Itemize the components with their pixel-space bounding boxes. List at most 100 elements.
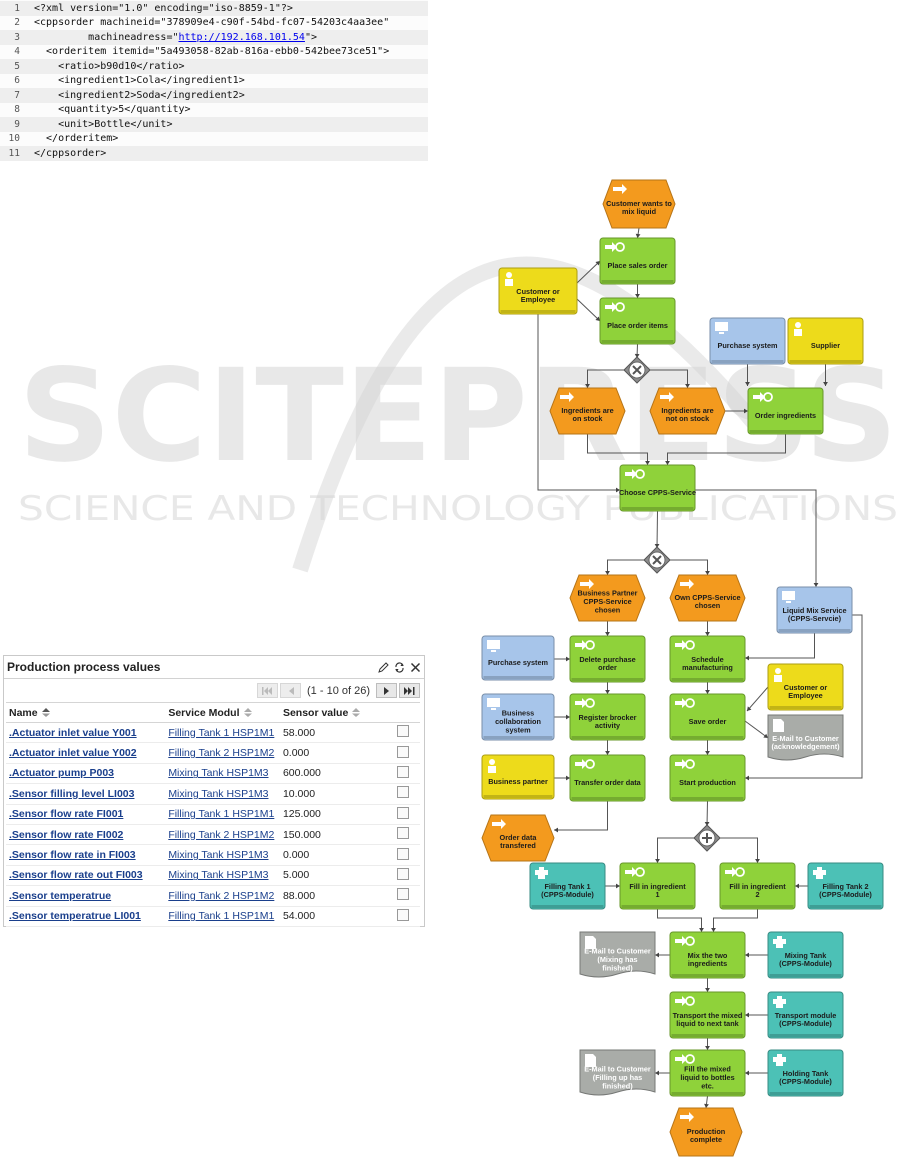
sensor-name-link[interactable]: .Sensor temperatrue: [9, 889, 112, 902]
sensor-name-link[interactable]: .Sensor flow rate FI001: [9, 808, 124, 821]
connector-arrowhead: [554, 827, 558, 833]
sensor-value: 150.000: [279, 824, 395, 846]
service-modul-link[interactable]: Mixing Tank HSP1M3: [168, 767, 269, 780]
sensor-name-link[interactable]: .Actuator inlet value Y001: [9, 726, 137, 739]
node-label-line: 2: [755, 890, 759, 899]
event-arrow-icon: [560, 392, 574, 402]
row-edit-icon[interactable]: [397, 827, 410, 840]
node-label-line: (Mixing has: [597, 955, 637, 964]
sort-icon[interactable]: [243, 708, 252, 718]
node-label-line: chosen: [695, 601, 721, 610]
box-shadow-strip: [671, 736, 744, 739]
sensor-name-link[interactable]: .Sensor flow rate in FI003: [9, 849, 136, 862]
node-label-line: Start production: [679, 778, 736, 787]
node-label-line: finished): [602, 1081, 633, 1090]
node-label-line: Ingredients are: [561, 406, 613, 415]
box-shadow-strip: [671, 678, 744, 681]
connector-arrowhead: [745, 1070, 749, 1076]
row-edit-icon[interactable]: [397, 725, 410, 738]
sensor-name-link[interactable]: .Actuator pump P003: [9, 767, 115, 780]
close-icon[interactable]: [410, 662, 421, 673]
next-page-button[interactable]: [376, 683, 397, 698]
xor-mark-icon: [632, 365, 642, 375]
service-modul-link[interactable]: Mixing Tank HSP1M3: [168, 849, 269, 862]
sensor-name-link[interactable]: .Actuator inlet value Y002: [9, 747, 137, 760]
box-shadow-strip: [601, 340, 674, 343]
sensor-name-link[interactable]: .Sensor filling level LI003: [9, 787, 135, 800]
code-line: 9 <unit>Bottle</unit>: [0, 117, 428, 132]
node-label-line: Mix the two: [688, 951, 728, 960]
edit-pencil-icon[interactable]: [378, 661, 389, 673]
row-edit-icon[interactable]: [397, 908, 410, 921]
service-modul-link[interactable]: Filling Tank 2 HSP1M2: [168, 889, 275, 902]
node-label-line: etc.: [701, 1081, 714, 1090]
row-edit-icon[interactable]: [397, 888, 410, 901]
event-arrow-icon: [680, 579, 694, 589]
service-modul-link[interactable]: Mixing Tank HSP1M3: [168, 869, 269, 882]
function-arrow-icon: [605, 302, 617, 312]
row-edit-icon[interactable]: [397, 745, 410, 758]
node-label: Choose CPPS-Service: [619, 488, 696, 497]
service-modul-link[interactable]: Filling Tank 2 HSP1M2: [168, 828, 275, 841]
connector-line: [607, 559, 645, 575]
monitor-icon: [487, 640, 500, 649]
function-arrow-icon: [675, 698, 687, 708]
row-edit-icon[interactable]: [397, 867, 410, 880]
module-box: [529, 862, 606, 910]
service-modul-link[interactable]: Filling Tank 1 HSP1M1: [168, 910, 275, 923]
xor-mark-icon: [652, 555, 662, 565]
row-edit-icon[interactable]: [397, 806, 410, 819]
connector-line: [587, 369, 625, 388]
service-modul-link[interactable]: Filling Tank 1 HSP1M1: [168, 808, 275, 821]
connector-line: [657, 909, 702, 932]
node-label: Filling Tank 1(CPPS-Module): [541, 882, 594, 899]
node-o-supplier: Supplier: [787, 317, 864, 365]
column-header-service[interactable]: Service Modul: [165, 702, 280, 723]
connector-line: [746, 686, 769, 712]
function-box: [569, 754, 646, 802]
sensor-name-link[interactable]: .Sensor flow rate FI002: [9, 828, 124, 841]
refresh-icon[interactable]: [394, 661, 405, 673]
service-modul-link[interactable]: Filling Tank 2 HSP1M2: [168, 747, 275, 760]
first-page-button[interactable]: [257, 683, 279, 698]
xml-code-listing: 1<?xml version="1.0" encoding="iso-8859-…: [0, 0, 428, 161]
previous-page-button[interactable]: [280, 683, 302, 698]
document-icon: [773, 719, 784, 732]
node-f-place-sales: Place sales order: [599, 237, 676, 285]
system-box: [776, 586, 853, 634]
node-label-line: Fill in ingredient: [729, 882, 786, 891]
sensor-name-link[interactable]: .Sensor temperatrue LI001: [9, 910, 141, 923]
service-modul-link[interactable]: Filling Tank 1 HSP1M1: [168, 726, 275, 739]
connector-arrowhead: [665, 461, 670, 465]
node-label-line: Business partner: [488, 777, 548, 786]
row-edit-icon[interactable]: [397, 847, 410, 860]
person-body-icon: [794, 329, 802, 336]
function-cycle-icon: [635, 867, 645, 877]
sensor-name-link[interactable]: .Sensor flow rate out FI003: [9, 869, 143, 882]
column-header-sensor-value[interactable]: Sensor value: [279, 702, 395, 723]
box-shadow-strip: [571, 678, 644, 681]
row-edit-icon[interactable]: [397, 765, 410, 778]
table-row: .Sensor flow rate FI002 Filling Tank 2 HS…: [6, 824, 420, 846]
service-modul-link[interactable]: Mixing Tank HSP1M3: [168, 787, 269, 800]
function-arrow-icon: [675, 640, 687, 650]
sort-icon[interactable]: [352, 708, 361, 718]
node-label: Order ingredients: [755, 411, 816, 420]
machine-address-link[interactable]: http://192.168.101.54: [178, 31, 305, 43]
column-header-name[interactable]: Name: [6, 702, 166, 723]
sort-icon[interactable]: [41, 708, 50, 718]
node-label-line: Ingredients are: [661, 406, 713, 415]
last-page-button[interactable]: [399, 683, 420, 698]
row-edit-icon[interactable]: [397, 786, 410, 799]
node-label-line: Holding Tank: [783, 1069, 830, 1078]
connector-line: [744, 720, 769, 739]
function-cycle-icon: [685, 1054, 695, 1064]
